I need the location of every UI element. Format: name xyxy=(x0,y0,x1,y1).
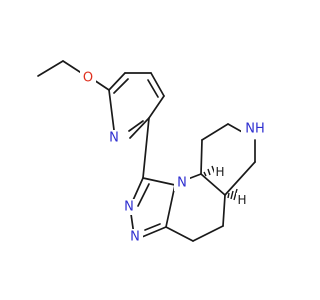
bond-py-c2-c3-inner xyxy=(113,78,129,94)
bond-o-pyridine xyxy=(93,79,110,91)
triazole-nitrogen-a-label: N xyxy=(124,200,134,215)
n-triazole-a-bg xyxy=(121,199,137,215)
bond-py-c5-c6 xyxy=(148,95,165,119)
bond-c7p-c6a xyxy=(224,161,256,196)
n-pyridine-bg xyxy=(106,130,122,146)
piperidine-nh-label: NH xyxy=(245,122,265,137)
triazole-nitrogen-b-label: N xyxy=(130,230,140,245)
molecule-svg: O N N N N NH H H xyxy=(37,60,269,245)
bond-c8a-c8 xyxy=(165,226,194,242)
n-fused-bg xyxy=(174,175,190,191)
pyridine-nitrogen-label: N xyxy=(109,131,119,146)
bond-tz-n1-c8a-inner xyxy=(144,223,161,231)
n-triazole-b-bg xyxy=(127,229,143,245)
bond-py-c2-c3 xyxy=(108,72,126,91)
stereo-h-bottom-label: H xyxy=(237,193,246,207)
bond-py-c4-c5 xyxy=(150,72,165,97)
bond-py-c4-c5-inner xyxy=(147,79,159,98)
bond-py-n-c2 xyxy=(108,89,115,131)
hash-bond-top xyxy=(203,165,216,177)
o-ether-bg xyxy=(80,70,96,86)
bond-tz-n1-c8a xyxy=(141,226,167,238)
oxygen-atom-label: O xyxy=(83,71,93,86)
bond-c10b-c10 xyxy=(200,139,203,175)
structure-diagram: O N N N N NH H H xyxy=(37,60,269,245)
stereo-h-top-label: H xyxy=(215,165,224,179)
bond-c6a-c10b xyxy=(200,173,226,196)
bond-ethyl-ch2 xyxy=(62,60,84,75)
bond-py-triazole xyxy=(142,117,150,179)
bond-py-c6-n xyxy=(129,117,150,139)
bond-tz-c8a-n4 xyxy=(165,184,176,228)
triazole-fused-nitrogen-label: N xyxy=(177,176,187,191)
bond-tz-c3-n4 xyxy=(142,177,176,186)
bond-c8-c7 xyxy=(192,225,224,242)
bond-py-c6-n-inner xyxy=(128,120,144,132)
bond-c7-c6a xyxy=(222,194,226,227)
bond-c10-c9 xyxy=(201,123,229,141)
hash-bond-bottom xyxy=(227,188,238,201)
bond-tz-c3-n2-inner xyxy=(137,183,150,207)
bond-ethyl-ch3 xyxy=(37,60,64,77)
nh-bg xyxy=(241,120,269,138)
h-bottom-bg xyxy=(236,193,248,207)
h-top-bg xyxy=(214,165,226,179)
